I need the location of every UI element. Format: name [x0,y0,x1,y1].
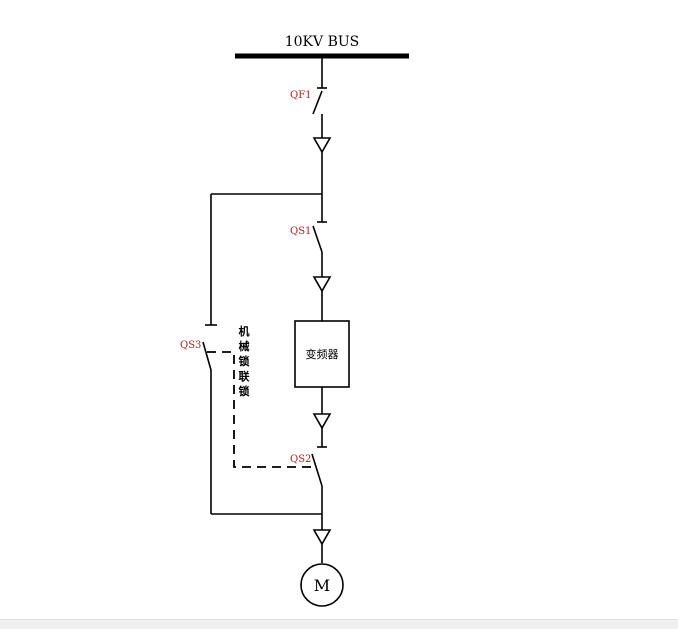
bus-label: 10KV BUS [285,34,360,50]
interlock-char-5: 锁 [239,384,250,398]
mechanical-interlock-dash [207,351,314,468]
interlock-char-3: 锁 [239,354,250,368]
interlock-char-4: 联 [239,369,250,383]
disconnector-qs1 [312,194,327,277]
qs1-tag: QS1 [290,226,311,237]
disconnector-qs3 [202,324,217,514]
interlock-char-1: 机 [239,324,250,338]
breaker-qf1 [312,58,327,138]
qs3-tag: QS3 [180,340,201,351]
interlock-label: 机 械 锁 联 锁 [239,324,250,398]
inverter-label: 变频器 [306,347,339,361]
bottom-scroll-bar [0,619,678,629]
motor-circle [300,563,344,607]
qs2-tag: QS2 [290,454,311,465]
qf1-tag: QF1 [290,90,312,101]
connector-chevron-4 [312,529,332,546]
connector-chevron-3 [312,413,332,430]
disconnector-qs2 [311,428,327,530]
connector-chevron-2 [312,276,332,293]
inverter-box [294,320,350,388]
connector-chevron-1 [312,137,332,154]
motor-label: M [314,576,330,595]
interlock-char-2: 械 [239,339,250,353]
